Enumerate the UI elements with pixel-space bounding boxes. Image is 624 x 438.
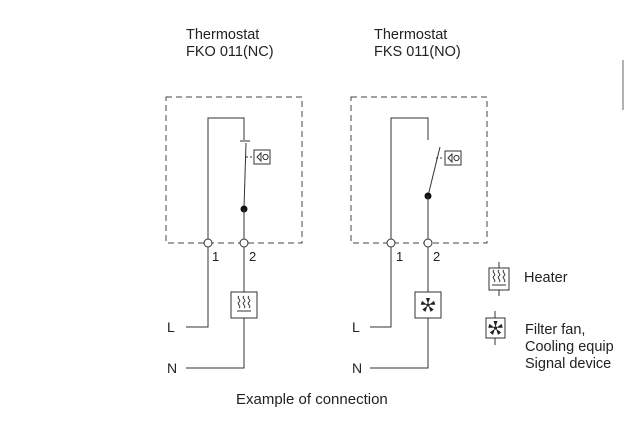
thermostat-nc-circuit [165,96,303,369]
legend-fan-line-2: Cooling equip [525,339,614,355]
thermostat-no-title: Thermostat FKS 011(NO) [374,27,461,61]
legend-heater-label: Heater [524,270,568,286]
nc-neutral-wire [186,318,245,369]
thermostat-nc-model: FKO 011(NC) [186,44,274,60]
no-terminal-1 [386,238,396,248]
no-neutral-label: N [352,360,363,376]
nc-terminal-1 [203,238,213,248]
nc-thermal-sensor-icon [253,149,271,165]
diagram-caption: Example of connection [236,391,388,408]
no-terminal-2-label: 2 [433,249,441,264]
nc-line-wire [186,247,209,328]
no-internal-wire [390,117,429,243]
nc-terminal-2-label: 2 [249,249,257,264]
no-line-label: L [352,319,360,335]
no-neutral-wire [370,318,429,369]
nc-line-label: L [167,319,175,335]
no-switch-blade [427,146,441,197]
legend-heater-symbol [488,262,510,296]
thermostat-no-circuit [350,96,488,369]
legend-fan-line-1: Filter fan, [525,322,586,338]
nc-terminal-2 [239,238,249,248]
legend-fan-label: Filter fan, Cooling equip Signal device [525,322,624,373]
no-line-wire [370,247,392,328]
thermostat-no-housing [350,96,488,244]
thermostat-nc-housing [165,96,303,244]
nc-internal-wire [207,117,245,243]
legend-fan-symbol [485,311,506,345]
thermostat-no-name: Thermostat [374,27,448,43]
thermostat-nc-title: Thermostat FKO 011(NC) [186,27,274,61]
legend-fan-line-3: Signal device [525,356,612,372]
nc-terminal-1-label: 1 [212,249,220,264]
thermostat-nc-name: Thermostat [186,27,260,43]
no-terminal-2 [423,238,433,248]
nc-switch-blade [243,142,247,209]
thermostat-no-model: FKS 011(NO) [374,44,461,60]
nc-neutral-label: N [167,360,178,376]
no-thermal-sensor-icon [444,150,462,166]
no-terminal-1-label: 1 [396,249,404,264]
